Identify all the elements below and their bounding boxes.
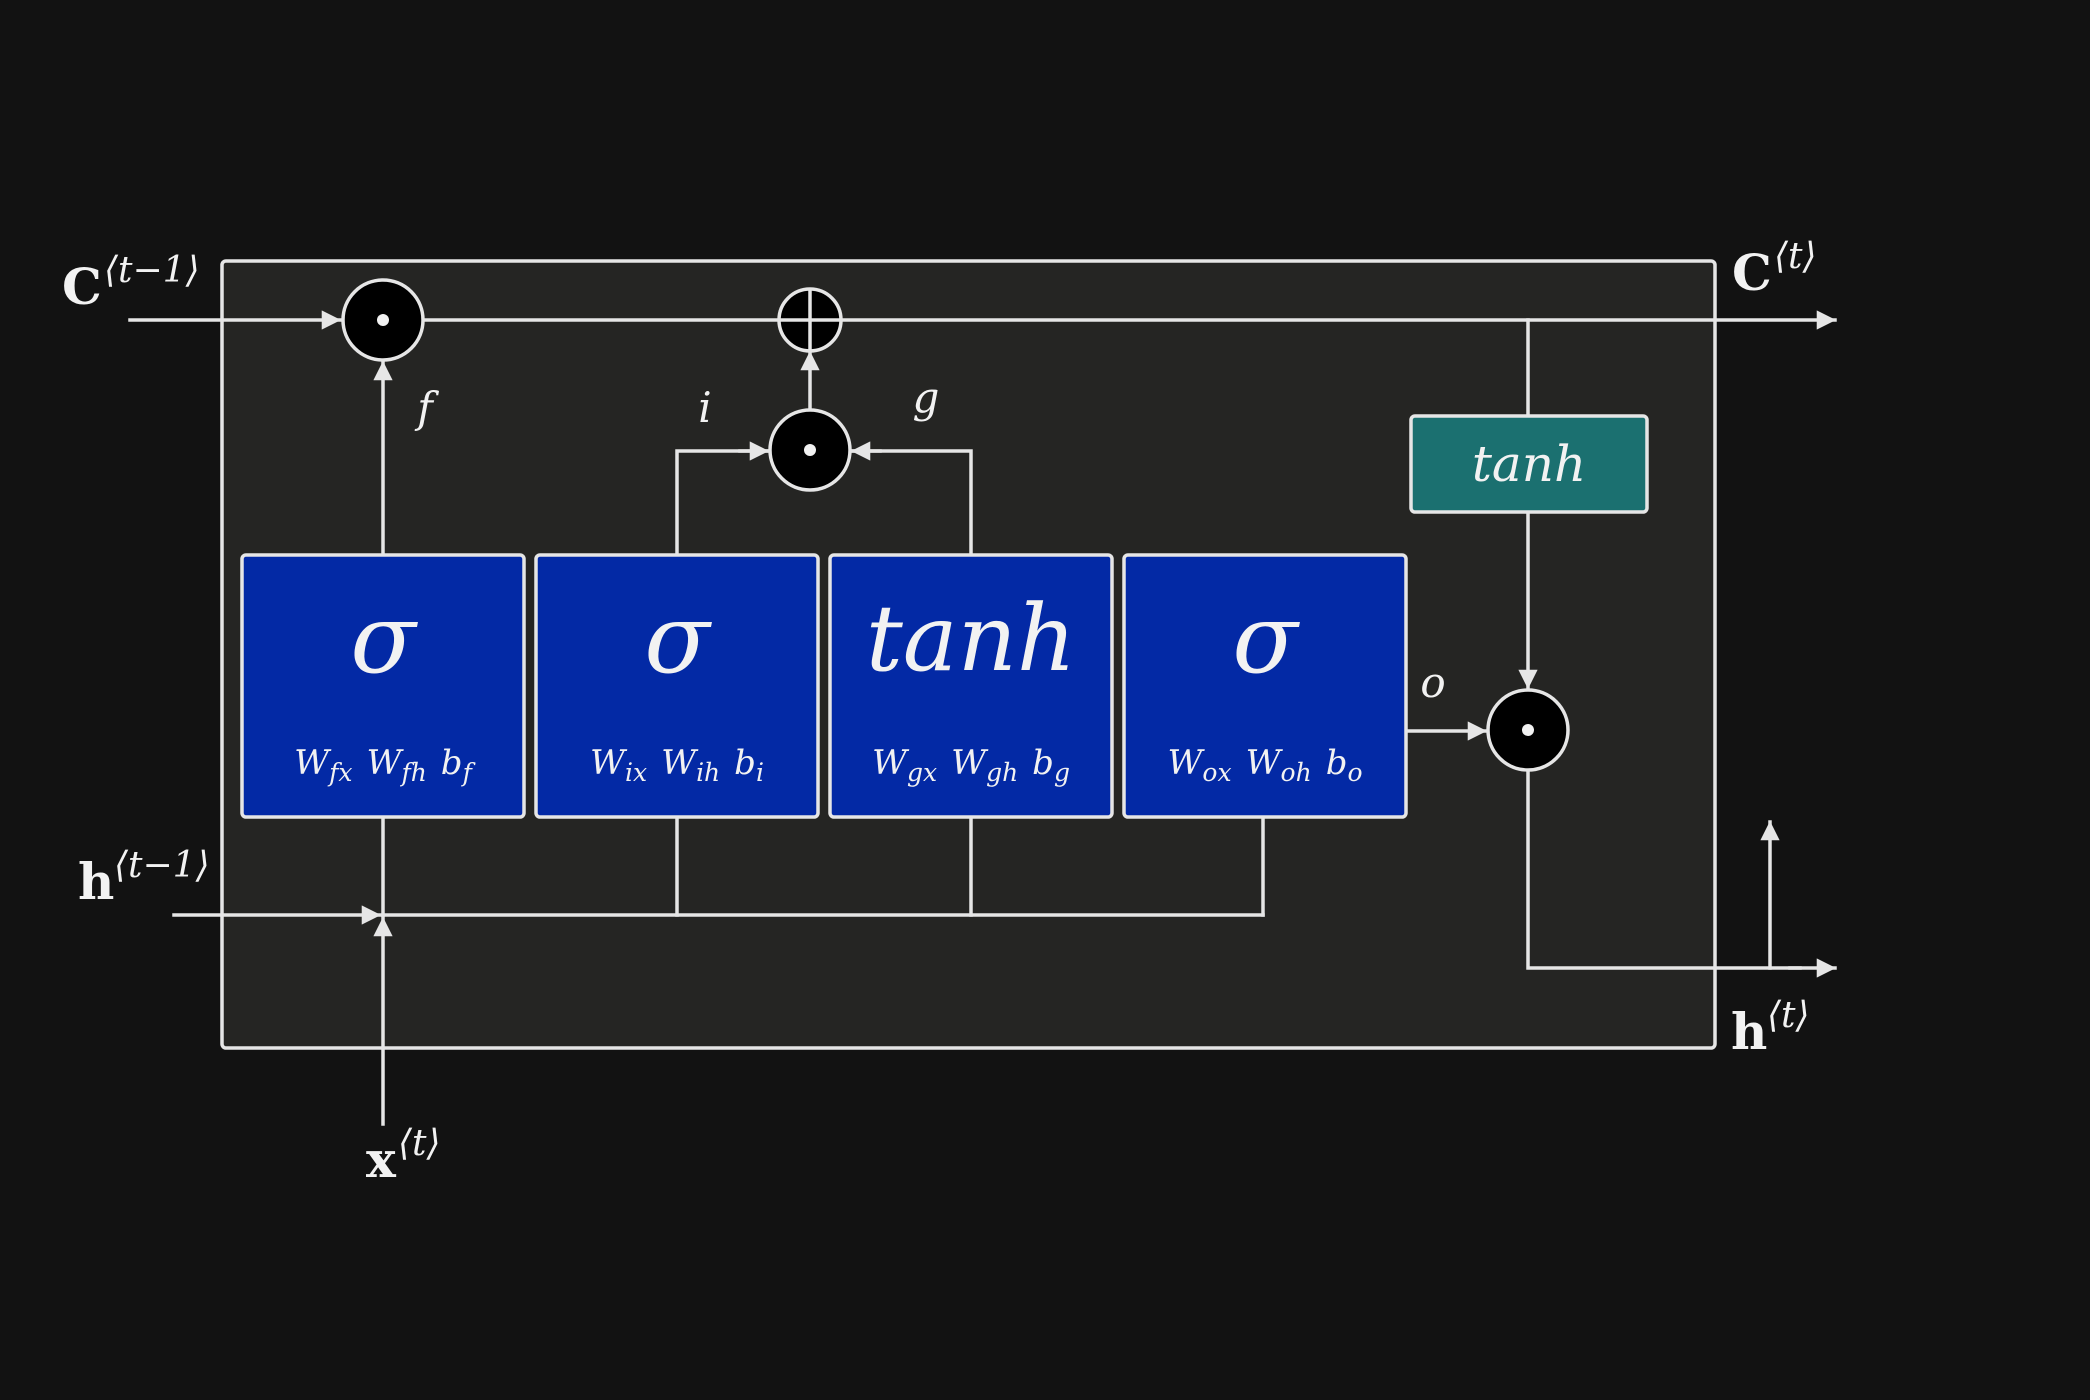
input-signal-label: i [698,383,711,432]
svg-text:h: h [1731,1002,1767,1061]
output-gate-function: σ [1232,583,1300,695]
hidden-output-line [1526,770,1802,970]
forget-multiply-op [341,278,425,362]
svg-text:⟨t⟩: ⟨t⟩ [1767,995,1810,1036]
svg-text:⟨t⟩: ⟨t⟩ [398,1123,441,1164]
c-prev-label: C ⟨t−1⟩ [62,250,200,316]
input-multiply-op [768,408,852,492]
svg-text:⟨t⟩: ⟨t⟩ [1774,236,1817,277]
output-signal-label: o [1420,658,1445,707]
svg-text:h: h [78,852,114,911]
svg-text:⟨t−1⟩: ⟨t−1⟩ [104,250,200,291]
candidate-gate-arrow [850,449,973,555]
svg-text:x: x [366,1130,397,1189]
candidate-gate-function: tanh [866,585,1076,692]
svg-text:⟨t−1⟩: ⟨t−1⟩ [114,845,210,886]
cell-add-op [777,287,843,353]
h-next-label: h ⟨t⟩ [1731,995,1810,1061]
h-prev-label: h ⟨t−1⟩ [78,845,210,911]
svg-text:C: C [62,257,102,316]
tanh-output-label: tanh [1472,435,1586,493]
input-gate-arrow [675,449,770,555]
c-next-label: C ⟨t⟩ [1732,236,1817,302]
forget-gate-function: σ [350,583,418,695]
input-gate-function: σ [644,583,712,695]
svg-text:C: C [1732,243,1772,302]
candidate-signal-label: g [913,373,940,422]
x-label: x ⟨t⟩ [366,1123,441,1189]
output-multiply-op [1486,688,1570,772]
tanh-output-box [1409,414,1649,514]
